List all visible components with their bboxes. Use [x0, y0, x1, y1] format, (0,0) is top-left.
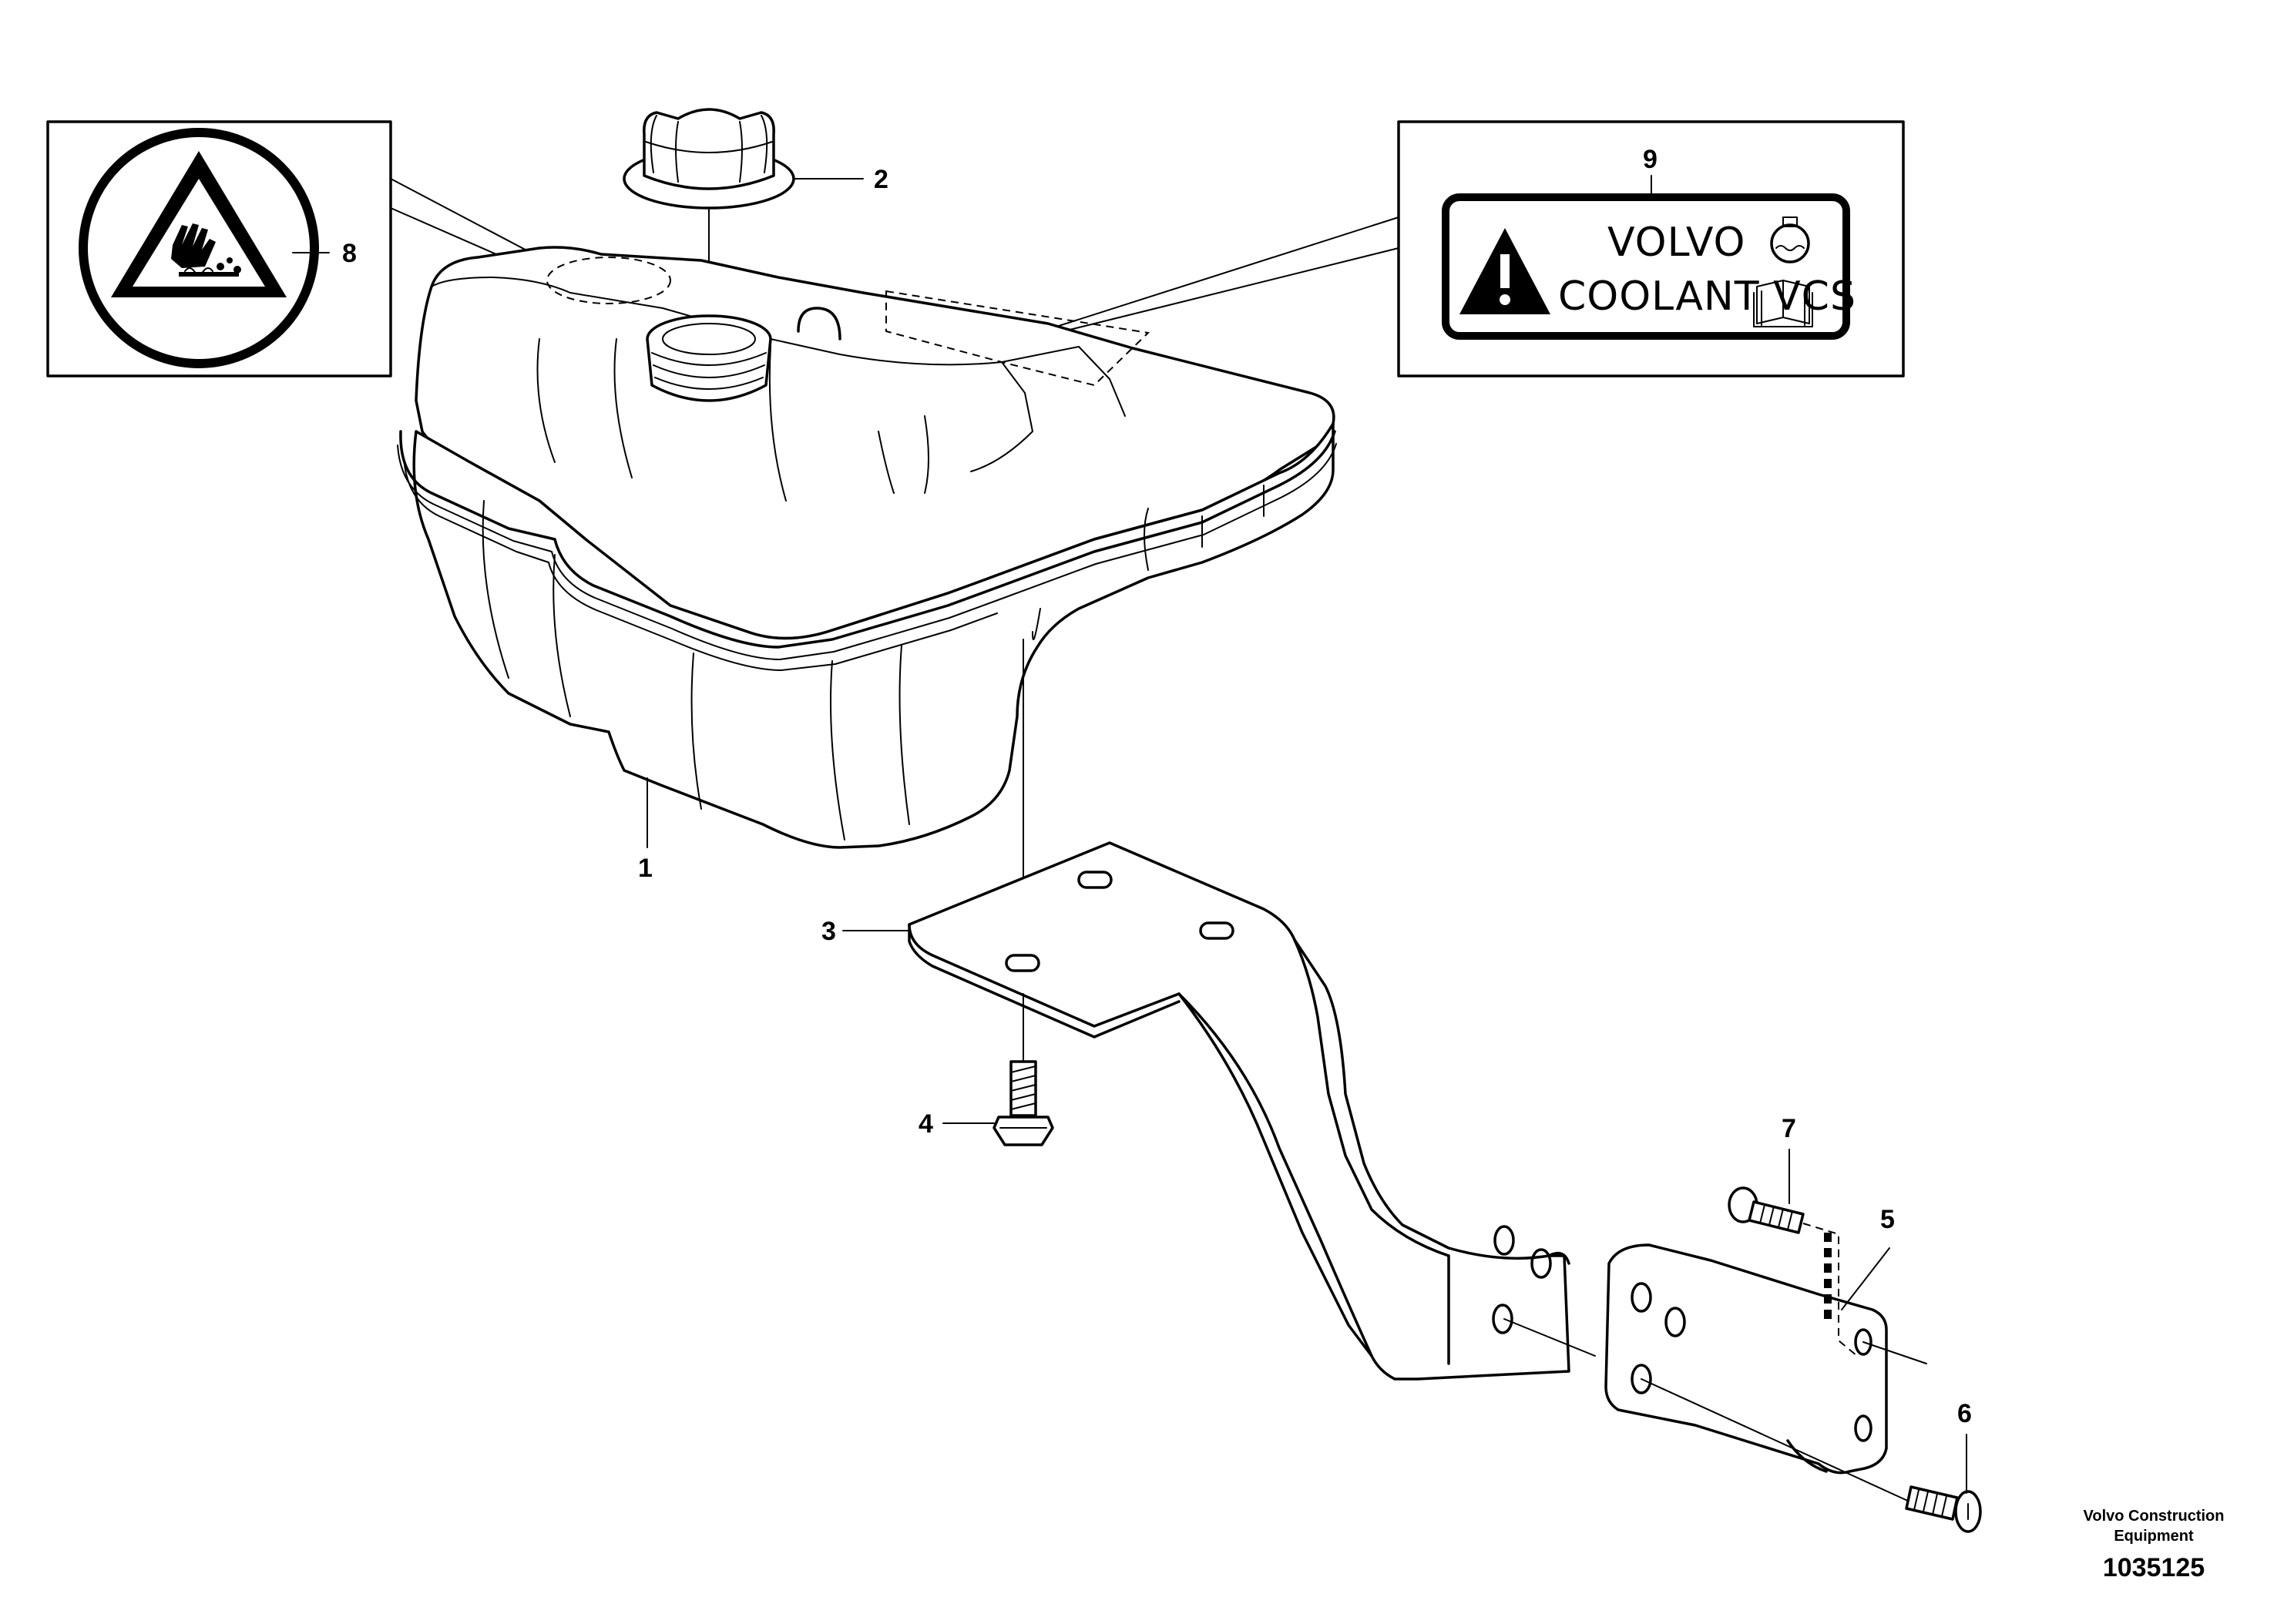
- manual-book-icon: [1753, 280, 1813, 327]
- leader-decal9-upper: [1041, 216, 1399, 332]
- coolant-label-decal: [1442, 193, 1850, 340]
- callout-8: 8: [342, 239, 357, 268]
- callout-3: 3: [821, 917, 836, 946]
- drawing-footer: Volvo Construction Equipment 1035125: [2084, 1508, 2225, 1582]
- hot-liquid-burn-hand-icon: [171, 223, 241, 277]
- axis-plate-screw6: [1641, 1378, 1912, 1503]
- warning-triangle-icon: [1459, 228, 1550, 314]
- flange-screw-7-part: 7: [1728, 1114, 1858, 1357]
- callout-9: 9: [1643, 145, 1658, 174]
- callout-6: 6: [1957, 1399, 1972, 1428]
- callout-5: 5: [1880, 1205, 1895, 1234]
- callout-4: 4: [919, 1109, 933, 1139]
- expansion-tank-part: 1: [397, 246, 1337, 956]
- hazard-decal-frame: [46, 120, 392, 377]
- leader-decal8-upper: [390, 178, 549, 263]
- plate-hole-axis: [1862, 1341, 1927, 1364]
- leader-5: [1841, 1247, 1890, 1310]
- callout-2: 2: [874, 165, 888, 194]
- drawing-number: 1035125: [2103, 1553, 2205, 1582]
- filler-cap-part: 2: [623, 108, 888, 340]
- coolant-label-callout: 9 VOLVO COOLANT VCS: [1032, 120, 1905, 377]
- decal-text-volvo: VOLVO: [1607, 220, 1745, 266]
- callout-7: 7: [1782, 1114, 1796, 1143]
- callout-1: 1: [638, 854, 653, 883]
- hazard-decal-callout: 8: [46, 120, 571, 377]
- decal-text-coolant-vcs: COOLANT VCS: [1558, 273, 1856, 320]
- mounting-bracket-part: 3: [821, 841, 1570, 1381]
- flange-screw-part: 4: [919, 993, 1054, 1146]
- footer-company-line2: Equipment: [2114, 1528, 2194, 1545]
- leader-decal9-lower: [1032, 247, 1399, 340]
- countersunk-screw-part: 6: [1905, 1399, 1982, 1533]
- axis-bracket-plate-upper: [1503, 1318, 1596, 1357]
- hazard-decal-outer-ring: [79, 128, 319, 368]
- mounting-plate-part: 5: [1604, 1205, 1927, 1475]
- footer-company-line1: Volvo Construction: [2084, 1508, 2225, 1525]
- decal8-position: [546, 257, 671, 304]
- coolant-reservoir-icon: [1770, 216, 1810, 263]
